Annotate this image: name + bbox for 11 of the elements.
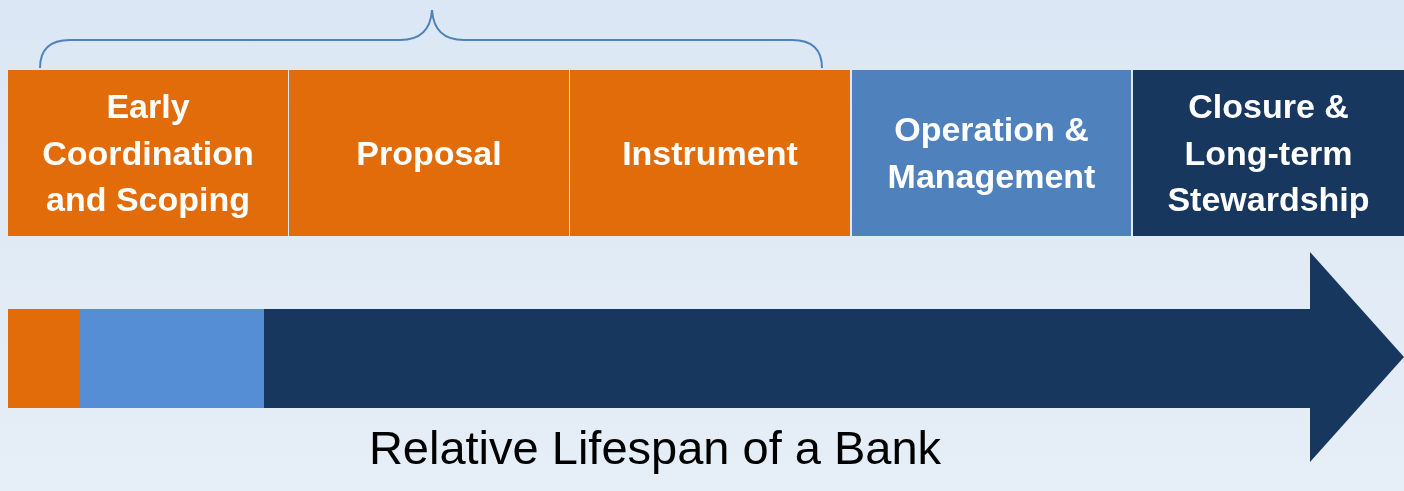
phase-label: Early Coordination and Scoping [41, 85, 255, 221]
phase-label: Closure & Long-term Stewardship [1166, 85, 1371, 221]
phase-label: Operation & Management [886, 109, 1097, 197]
phase-box [852, 70, 1131, 236]
phase-box [8, 70, 288, 236]
axis-caption: Relative Lifespan of a Bank [367, 420, 943, 475]
phase-label: Proposal [356, 132, 502, 174]
phase-box [289, 70, 569, 236]
phase-box [1133, 70, 1404, 236]
phase-label: Instrument [622, 132, 798, 174]
phase-box [570, 70, 850, 236]
